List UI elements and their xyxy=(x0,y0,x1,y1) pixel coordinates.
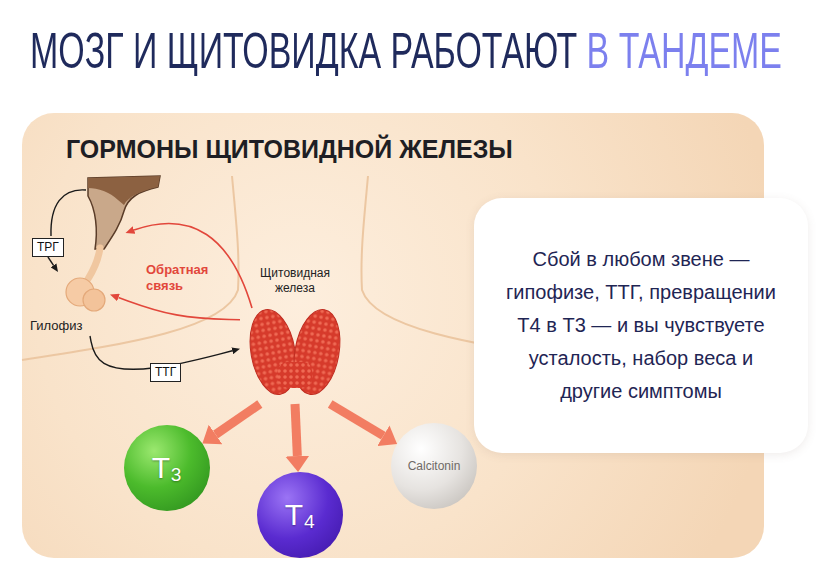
secretion-arrow xyxy=(216,404,260,435)
edge-label: ТТГ xyxy=(150,363,181,382)
info-card: Сбой в любом звене — гипофизе, ТТГ, прев… xyxy=(474,198,808,453)
page-title: МОЗГ И ЩИТОВИДКА РАБОТАЮТ В ТАНДЕМЕ xyxy=(30,26,782,76)
node-label: T₄ xyxy=(285,498,316,532)
hormone-circle: Calcitonin xyxy=(391,423,477,509)
node-label: Сбой в любом звене — гипофизе, ТТГ, прев… xyxy=(496,243,786,408)
secretion-arrow xyxy=(330,404,383,436)
trh-release-line xyxy=(51,190,86,236)
node-label: T₃ xyxy=(152,451,183,485)
hormone-circle: T₃ xyxy=(124,425,210,511)
hormone-box: ТРГ xyxy=(32,238,64,257)
pituitary-stalk xyxy=(88,248,100,279)
hormone-circle: T₄ xyxy=(257,472,343,558)
secretion-arrow xyxy=(295,404,297,456)
node-label: Гилофиз xyxy=(30,318,110,333)
node-label: Щитовидная железа xyxy=(240,266,350,296)
pituitary-gland: Гилофиз xyxy=(30,272,110,336)
hypothalamus-section xyxy=(88,176,160,249)
panel-heading: ГОРМОНЫ ЩИТОВИДНОЙ ЖЕЛЕЗЫ xyxy=(66,135,513,164)
node-label: ТРГ xyxy=(37,240,59,255)
node-label: Calcitonin xyxy=(408,459,461,473)
signal-arrow xyxy=(48,257,54,265)
feedback-arrow xyxy=(118,297,240,319)
feedback-to-brain-arrow xyxy=(134,223,252,308)
thyroid-gland: Щитовидная железа xyxy=(240,266,350,404)
edge-label: Обратная связь xyxy=(146,262,208,294)
